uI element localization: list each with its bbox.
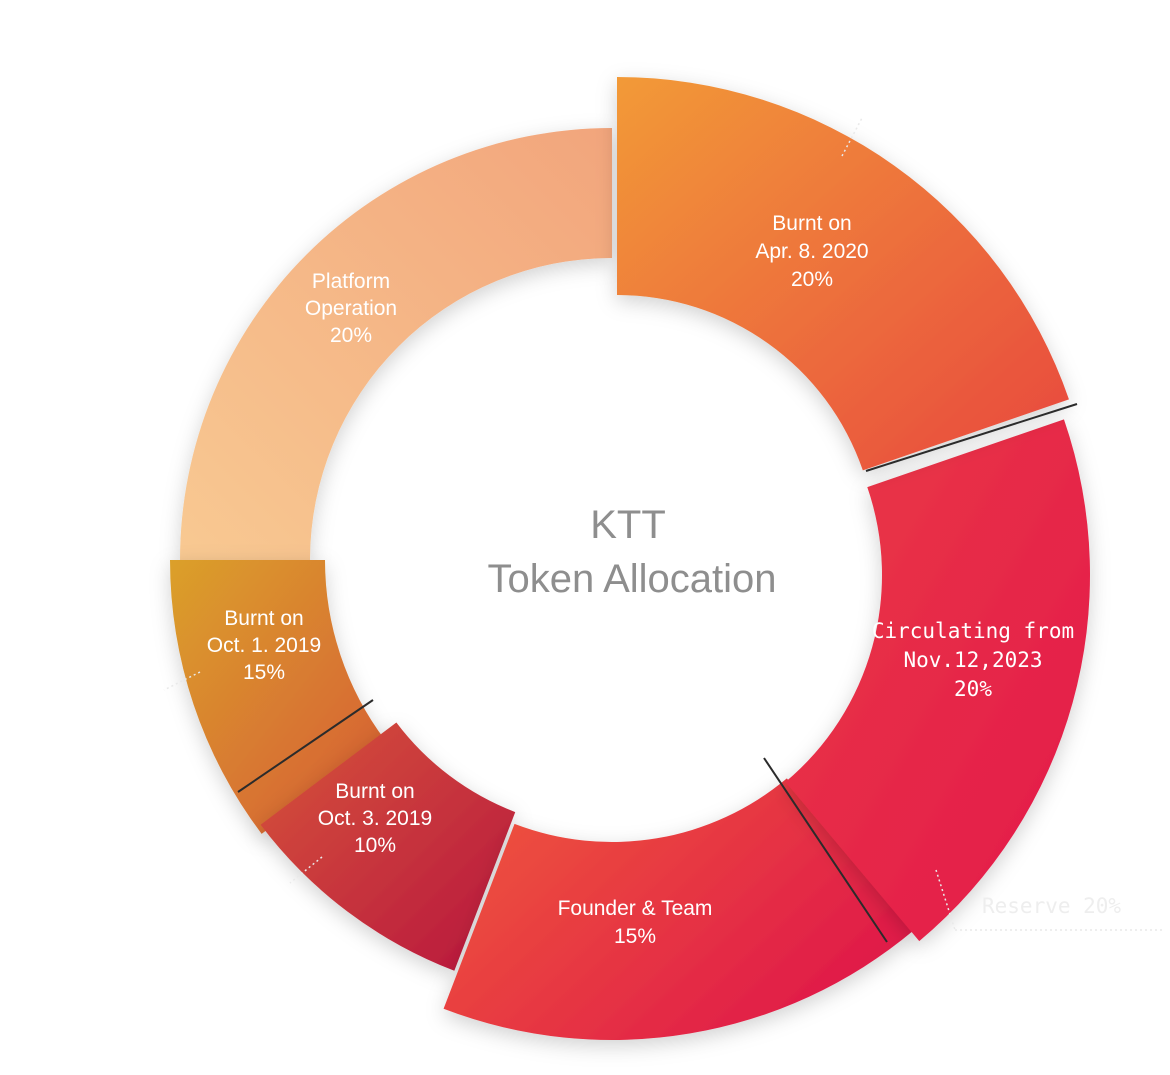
reserve-ghost-label: Reserve 20% xyxy=(982,894,1121,918)
slice-label-1-line-1: Nov.12,2023 xyxy=(903,648,1042,672)
slice-label-1-line-2: 20% xyxy=(954,677,992,701)
leader-line-1 xyxy=(935,869,956,931)
slice-label-4-line-0: Burnt on xyxy=(224,607,303,630)
slice-4 xyxy=(170,560,386,834)
slice-label-2: Founder & Team 15% xyxy=(558,897,713,948)
divider-line-0 xyxy=(865,403,1078,472)
slice-label-2-line-0: Founder & Team xyxy=(558,897,713,920)
leader-line-0 xyxy=(841,117,863,157)
slice-label-0-line-2: 20% xyxy=(791,268,833,291)
leader-lines xyxy=(163,117,1162,931)
leader-line-3 xyxy=(289,856,323,884)
chart-title-line-1: KTT xyxy=(590,503,666,547)
slice-label-4: Burnt on Oct. 1. 2019 15% xyxy=(207,607,321,684)
slice-0 xyxy=(617,77,1069,471)
slice-label-0: Burnt on Apr. 8. 2020 20% xyxy=(755,212,868,291)
slice-label-0-line-1: Apr. 8. 2020 xyxy=(755,240,868,263)
slice-label-5-line-1: Operation xyxy=(305,297,397,320)
slice-2 xyxy=(443,778,915,1040)
slice-label-3-line-1: Oct. 3. 2019 xyxy=(318,807,432,830)
slice-label-4-line-1: Oct. 1. 2019 xyxy=(207,634,321,657)
leader-line-4 xyxy=(163,671,201,691)
donut-segments xyxy=(170,77,1090,1040)
slice-label-0-line-0: Burnt on xyxy=(772,212,851,235)
slice-5 xyxy=(180,128,612,560)
slice-label-1-line-0: Circulating from xyxy=(872,619,1074,643)
slice-label-3-line-2: 10% xyxy=(354,834,396,857)
slice-1 xyxy=(785,419,1090,942)
slice-label-3: Burnt on Oct. 3. 2019 10% xyxy=(318,780,432,857)
slice-label-4-line-2: 15% xyxy=(243,661,285,684)
slice-label-2-line-1: 15% xyxy=(614,925,656,948)
slice-label-3-line-0: Burnt on xyxy=(335,780,414,803)
segment-dividers xyxy=(237,403,1078,943)
divider-line-2 xyxy=(237,699,374,793)
divider-line-1 xyxy=(763,757,888,943)
slice-label-5-line-0: Platform xyxy=(312,270,390,293)
slice-label-5-line-2: 20% xyxy=(330,324,372,347)
chart-title-line-2: Token Allocation xyxy=(487,557,776,601)
slice-3 xyxy=(260,722,516,971)
